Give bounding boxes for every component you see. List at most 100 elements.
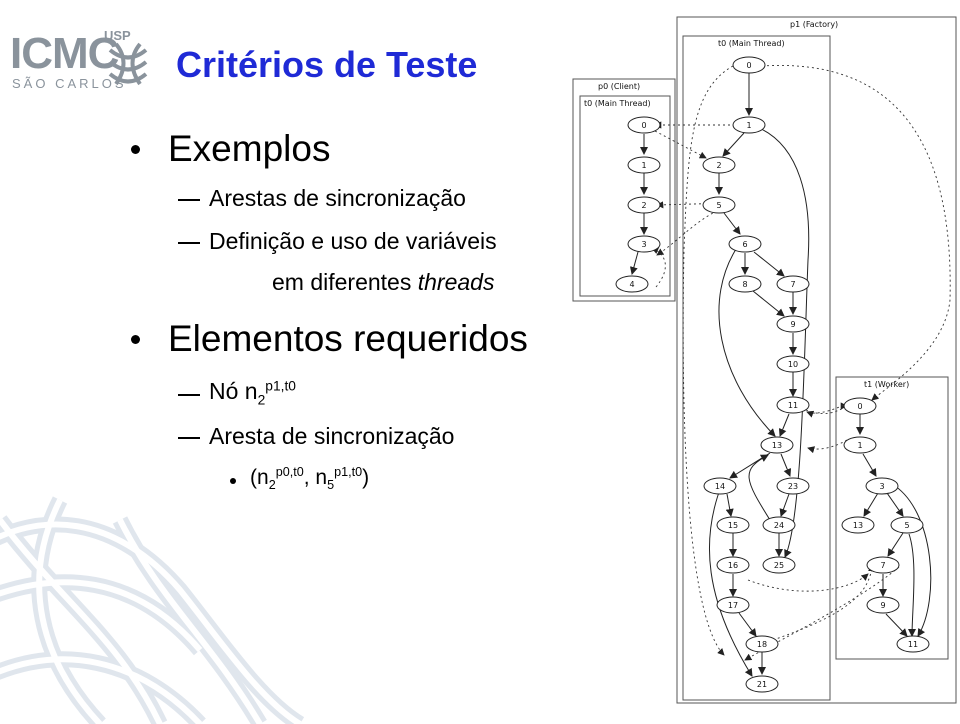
node-p1-23 <box>776 477 810 495</box>
svg-text:0: 0 <box>641 121 646 130</box>
bullet-dot-small <box>230 478 236 484</box>
node-p1-16 <box>716 556 750 574</box>
node-p1-21 <box>745 675 779 693</box>
bullet-elementos-requeridos: Elementos requeridos <box>168 318 528 359</box>
text-em-diferentes: em diferentes <box>272 269 418 295</box>
svg-text:13: 13 <box>853 521 863 530</box>
svg-text:2: 2 <box>716 161 721 170</box>
cluster-p0-label: p0 (Client) <box>598 82 640 91</box>
logo-text: ICMC <box>10 29 119 78</box>
text-open: (n <box>250 466 269 489</box>
cluster-p1-t1 <box>835 376 949 660</box>
node-p1-14 <box>703 477 737 495</box>
usp-emblem-icon <box>108 42 148 86</box>
node-p1-17 <box>716 596 750 614</box>
node-t1-11 <box>896 635 930 653</box>
svg-text:4: 4 <box>629 280 634 289</box>
node-p1-8 <box>728 275 762 293</box>
svg-text:6: 6 <box>742 240 747 249</box>
node-p1-2 <box>702 156 736 174</box>
sub-index: 2 <box>257 392 266 408</box>
bullet-exemplos: Exemplos <box>168 128 331 169</box>
svg-text:11: 11 <box>788 401 798 410</box>
cluster-p1-label: p1 (Factory) <box>790 20 838 29</box>
svg-text:9: 9 <box>790 320 795 329</box>
svg-text:23: 23 <box>788 482 798 491</box>
text-mid: , n <box>303 466 328 489</box>
svg-text:24: 24 <box>774 521 784 530</box>
svg-text:18: 18 <box>757 640 767 649</box>
svg-text:5: 5 <box>904 521 909 530</box>
sup-index: p0,t0 <box>275 465 304 479</box>
dash-marker <box>178 242 200 244</box>
svg-text:7: 7 <box>790 280 795 289</box>
sub-index: 2 <box>268 478 276 493</box>
node-p1-24 <box>762 516 796 534</box>
node-p1-6 <box>728 235 762 253</box>
node-t1-0 <box>843 397 877 415</box>
thread-graph-diagram: p0 (Client) t0 (Main Thread) p1 (Factory… <box>572 16 957 704</box>
node-p0-4 <box>615 275 649 293</box>
node-p0-3 <box>627 235 661 253</box>
node-p1-0 <box>732 56 766 74</box>
sub-arestas-sync: Arestas de sincronização <box>209 185 466 211</box>
svg-text:7: 7 <box>880 561 885 570</box>
svg-text:16: 16 <box>728 561 738 570</box>
sync-edge-pair: (n2p0,t0, n5p1,t0) <box>250 465 369 492</box>
node-p1-7 <box>776 275 810 293</box>
sub-definicao-uso-cont: em diferentes threads <box>272 269 494 296</box>
icmc-logo: ICMC SÃO CARLOS USP <box>6 26 156 98</box>
sub-definicao-uso: Definição e uso de variáveis <box>209 228 497 254</box>
text-close: ) <box>362 466 370 489</box>
node-p0-1 <box>627 156 661 174</box>
node-p0-2 <box>627 196 661 214</box>
node-t1-3 <box>865 477 899 495</box>
svg-text:3: 3 <box>641 240 646 249</box>
svg-text:1: 1 <box>746 121 751 130</box>
svg-text:21: 21 <box>757 680 767 689</box>
svg-text:8: 8 <box>742 280 747 289</box>
node-p1-1 <box>732 116 766 134</box>
cluster-p0 <box>572 78 676 302</box>
node-t1-7 <box>866 556 900 574</box>
text-threads: threads <box>417 269 495 295</box>
cluster-p1-t0-label: t0 (Main Thread) <box>718 39 785 48</box>
svg-text:3: 3 <box>879 482 884 491</box>
bullet-dot <box>131 335 140 344</box>
dash-marker <box>178 199 200 201</box>
sub-aresta-sync: Aresta de sincronização <box>209 423 455 449</box>
svg-text:1: 1 <box>857 441 862 450</box>
text-no: Nó n <box>209 378 258 404</box>
slide-title: Critérios de Teste <box>176 44 478 85</box>
node-p1-11 <box>776 396 810 414</box>
cluster-p1 <box>676 16 957 704</box>
node-t1-9 <box>866 596 900 614</box>
usp-badge: USP <box>104 28 131 43</box>
svg-text:5: 5 <box>716 201 721 210</box>
node-t1-5 <box>890 516 924 534</box>
node-p1-5 <box>702 196 736 214</box>
svg-text:10: 10 <box>788 360 798 369</box>
svg-text:15: 15 <box>728 521 738 530</box>
cluster-p1-t1-label: t1 (Worker) <box>864 380 909 389</box>
dash-marker <box>178 437 200 439</box>
node-p1-25 <box>762 556 796 574</box>
node-p1-13 <box>760 436 794 454</box>
sub-index: 5 <box>327 478 335 493</box>
svg-text:13: 13 <box>772 441 782 450</box>
cluster-p0-t0-label: t0 (Main Thread) <box>584 99 651 108</box>
svg-text:11: 11 <box>908 640 918 649</box>
bullet-dot <box>131 145 140 154</box>
svg-text:25: 25 <box>774 561 784 570</box>
svg-text:1: 1 <box>641 161 646 170</box>
svg-text:0: 0 <box>857 402 862 411</box>
svg-text:17: 17 <box>728 601 738 610</box>
cluster-p0-t0 <box>579 95 671 297</box>
sup-index: p1,t0 <box>265 378 296 394</box>
node-p1-9 <box>776 315 810 333</box>
logo-subtitle: SÃO CARLOS <box>12 76 127 91</box>
sup-index: p1,t0 <box>334 465 363 479</box>
dash-marker <box>178 394 200 396</box>
node-p0-0 <box>627 116 661 134</box>
